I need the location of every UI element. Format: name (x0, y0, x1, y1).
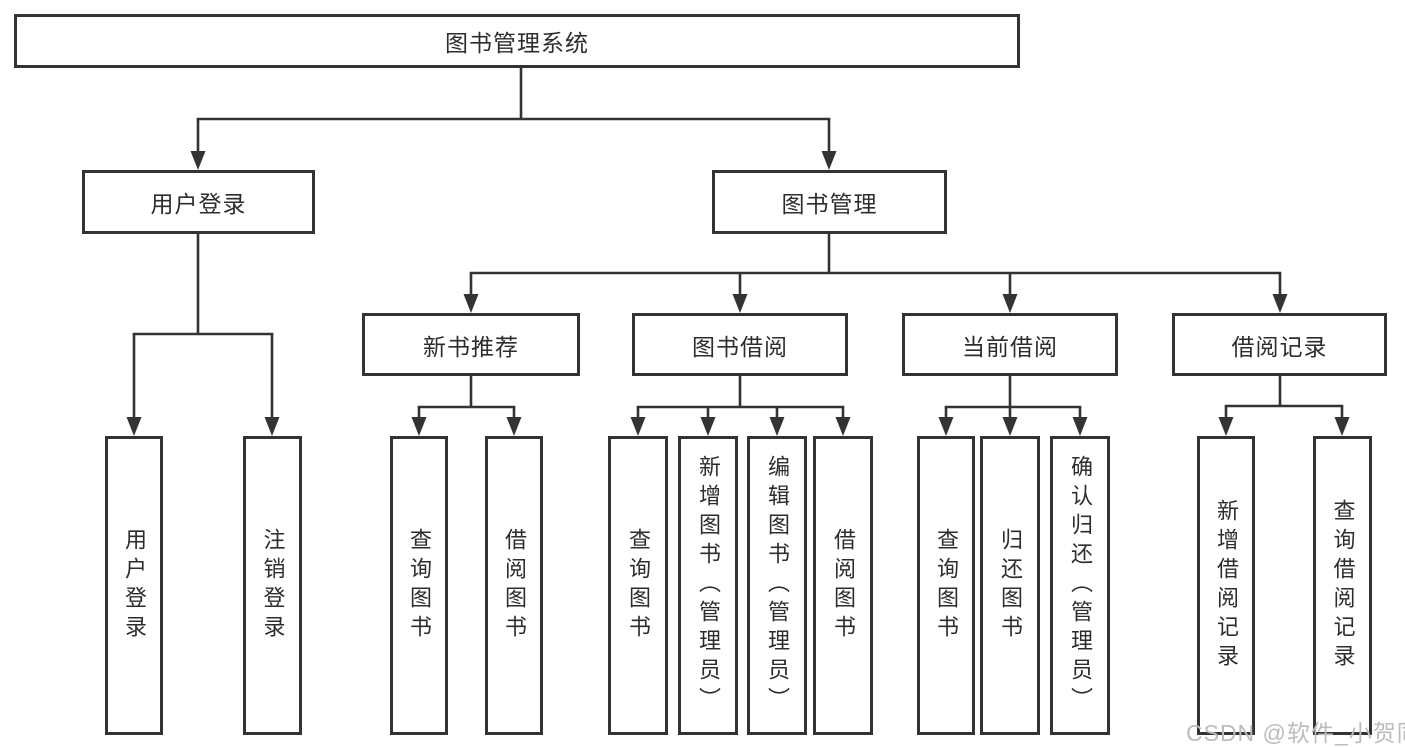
node-book-management: 图书管理 (712, 170, 947, 234)
leaf-add-books-admin: 新增图书（管理员） (678, 436, 738, 735)
leaf-user-login: 用户登录 (105, 436, 163, 735)
node-label: 用户登录 (150, 191, 247, 217)
leaf-borrow-books-recommend: 借阅图书 (485, 436, 543, 735)
leaf-label: 注销登录 (260, 527, 286, 644)
csdn-watermark: CSDN @软件_小贺同学 (1186, 720, 1405, 746)
node-borrowing-records: 借阅记录 (1172, 313, 1387, 376)
leaf-borrow-books-borrowing: 借阅图书 (813, 436, 873, 735)
leaf-label: 借阅图书 (831, 527, 856, 644)
node-new-book-recommend: 新书推荐 (362, 313, 580, 376)
leaf-query-borrow-record: 查询借阅记录 (1313, 436, 1372, 735)
node-label: 图书管理 (781, 191, 878, 217)
leaf-query-books-borrowing: 查询图书 (608, 436, 668, 735)
leaf-add-borrow-record: 新增借阅记录 (1197, 436, 1255, 735)
node-label: 新书推荐 (423, 333, 519, 360)
leaf-label: 编辑图书（管理员） (765, 455, 790, 716)
node-current-borrowing: 当前借阅 (902, 313, 1118, 376)
leaf-query-books-current: 查询图书 (917, 436, 975, 735)
node-book-borrowing: 图书借阅 (632, 313, 848, 376)
node-user-login: 用户登录 (82, 170, 315, 234)
leaf-label: 用户登录 (122, 527, 147, 644)
node-label: 图书借阅 (692, 333, 788, 360)
leaf-label: 新增借阅记录 (1214, 498, 1239, 673)
node-book-management-system: 图书管理系统 (14, 14, 1020, 68)
leaf-label: 查询图书 (934, 527, 959, 644)
node-label: 借阅记录 (1231, 333, 1328, 360)
leaf-label: 新增图书（管理员） (696, 455, 721, 716)
leaf-label: 查询图书 (407, 527, 432, 644)
leaf-label: 借阅图书 (502, 527, 527, 644)
leaf-query-books-recommend: 查询图书 (390, 436, 448, 735)
leaf-confirm-return-admin: 确认归还（管理员） (1050, 436, 1110, 735)
leaf-label: 查询图书 (626, 527, 651, 644)
leaf-edit-books-admin: 编辑图书（管理员） (747, 436, 807, 735)
node-label: 当前借阅 (962, 333, 1058, 360)
leaf-logout: 注销登录 (243, 436, 302, 735)
leaf-label: 归还图书 (998, 527, 1023, 644)
leaf-label: 查询借阅记录 (1330, 498, 1356, 673)
leaf-label: 确认归还（管理员） (1068, 455, 1093, 716)
node-label: 图书管理系统 (445, 30, 589, 56)
leaf-return-books: 归还图书 (980, 436, 1040, 735)
